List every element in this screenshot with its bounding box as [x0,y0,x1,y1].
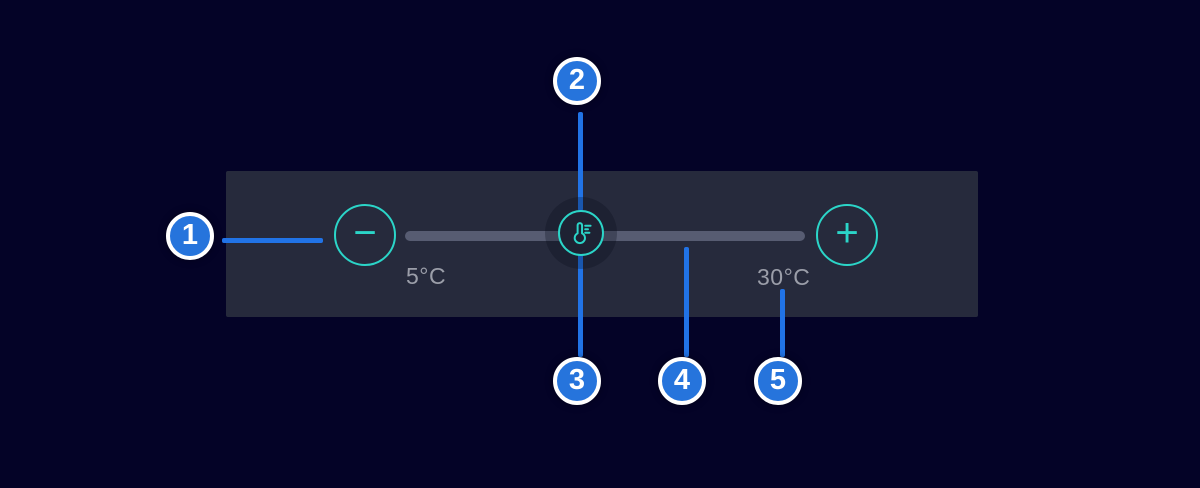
callout-2: 2 [553,57,601,105]
slider-track[interactable] [405,231,805,241]
min-temperature-label: 5°C [406,263,447,289]
callout-3-number: 3 [568,363,586,396]
callout-connector-4 [684,247,689,357]
callout-connector-3 [578,254,583,357]
callout-connector-1 [222,238,323,243]
callout-3: 3 [553,357,601,405]
callout-connector-2 [578,112,583,211]
minus-icon: − [353,211,377,255]
callout-connector-5 [780,289,785,357]
thermometer-icon [567,219,595,247]
slider-handle[interactable] [558,210,604,256]
callout-5: 5 [754,357,802,405]
plus-icon: + [835,211,859,255]
callout-4: 4 [658,357,706,405]
temperature-control-panel: − + 5°C 30°C [226,171,978,317]
callout-1-number: 1 [181,218,199,251]
callout-5-number: 5 [769,363,787,396]
decrease-temperature-button[interactable]: − [334,204,396,266]
callout-2-number: 2 [568,63,586,96]
callout-1: 1 [166,212,214,260]
callout-4-number: 4 [673,363,691,396]
increase-temperature-button[interactable]: + [816,204,878,266]
max-temperature-label: 30°C [757,264,811,290]
